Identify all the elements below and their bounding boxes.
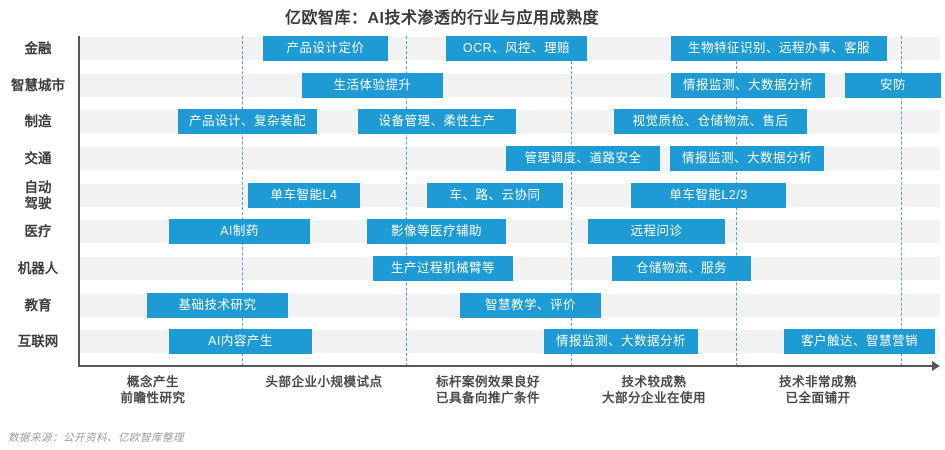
chart-box: 生物特征识别、远程办事、客服 <box>671 36 887 61</box>
chart-box: 远程问诊 <box>588 219 725 244</box>
row-label: 教育 <box>24 297 52 313</box>
row-label: 制造 <box>24 113 52 129</box>
chart-box: 情报监测、大数据分析 <box>544 329 698 354</box>
chart-box: 管理调度、道路安全 <box>506 146 660 171</box>
chart-box: 影像等医疗辅助 <box>367 219 506 244</box>
chart-box: 生产过程机械臂等 <box>373 256 513 281</box>
stage-label: 标杆案例效果良好 已具备向推广条件 <box>435 375 540 406</box>
data-source-note: 数据来源：公开资料、亿欧智库整理 <box>8 432 184 444</box>
row-label: 机器人 <box>17 260 59 276</box>
chart-box: 单车智能L2/3 <box>631 183 786 208</box>
row-label: 自动 驾驶 <box>24 179 52 211</box>
row-label: 互联网 <box>17 333 59 349</box>
stage-label: 技术非常成熟 已全面铺开 <box>778 375 857 406</box>
chart-box: 车、路、云协同 <box>427 183 563 208</box>
chart-title: 亿欧智库：AI技术渗透的行业与应用成熟度 <box>284 10 599 27</box>
stage-label: 概念产生 前瞻性研究 <box>120 375 186 406</box>
chart-box: 单车智能L4 <box>248 183 360 208</box>
chart-box: 基础技术研究 <box>147 293 288 318</box>
chart-box: 情报监测、大数据分析 <box>670 146 824 171</box>
chart-box: 产品设计定价 <box>263 36 388 61</box>
chart-box: 智慧教学、评价 <box>460 293 601 318</box>
x-axis-line <box>78 365 934 367</box>
stage-gridline <box>406 36 407 366</box>
y-axis-line <box>78 36 80 366</box>
chart-box: 视觉质检、仓储物流、售后 <box>614 109 807 134</box>
chart-box: OCR、风控、理赔 <box>446 36 587 61</box>
chart-box: 生活体验提升 <box>302 73 443 98</box>
chart-box: 仓储物流、服务 <box>612 256 751 281</box>
stage-label: 头部企业小规模试点 <box>265 375 383 389</box>
x-axis-arrowhead-icon <box>932 361 940 371</box>
stage-gridline <box>242 36 243 366</box>
chart-box: 设备管理、柔性生产 <box>358 109 516 134</box>
stage-gridline <box>571 36 572 366</box>
chart-box: 安防 <box>845 73 941 98</box>
chart-box: 客户触达、智慧营销 <box>784 329 935 354</box>
stage-label: 技术较成熟 大部分企业在使用 <box>601 375 706 406</box>
row-label: 交通 <box>24 150 52 166</box>
chart-box: 产品设计、复杂装配 <box>178 109 317 134</box>
row-label: 智慧城市 <box>11 77 65 93</box>
chart-box: AI内容产生 <box>169 329 312 354</box>
chart-box: AI制药 <box>169 219 310 244</box>
row-label: 金融 <box>24 40 52 56</box>
stage-gridline <box>901 36 902 366</box>
row-label: 医疗 <box>24 223 52 239</box>
chart-box: 情报监测、大数据分析 <box>671 73 825 98</box>
